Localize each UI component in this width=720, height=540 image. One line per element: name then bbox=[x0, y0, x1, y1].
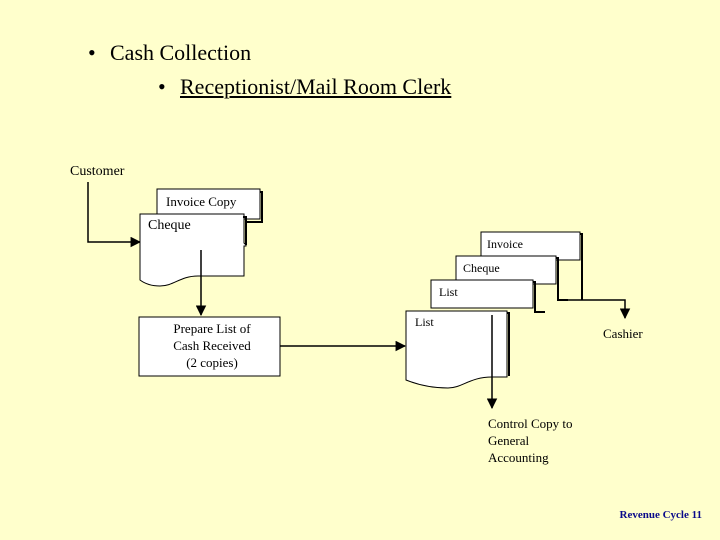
prepare-line-3: (2 copies) bbox=[186, 355, 238, 370]
bullet-marker: • bbox=[158, 74, 166, 99]
stack-cheque-document bbox=[455, 255, 568, 301]
control-copy-text: Control Copy to General Accounting bbox=[488, 415, 573, 466]
stack-invoice-label: Invoice bbox=[487, 237, 523, 251]
cheque-document bbox=[139, 213, 247, 287]
stack-cheque-label: Cheque bbox=[463, 261, 500, 275]
list-doc-label: List bbox=[415, 315, 434, 329]
stack-list-label: List bbox=[439, 285, 458, 299]
prepare-list-text: Prepare List of Cash Received (2 copies) bbox=[142, 320, 282, 371]
prepare-line-1: Prepare List of bbox=[173, 321, 251, 336]
bullet-receptionist: • Receptionist/Mail Room Clerk bbox=[158, 74, 451, 100]
stack-list-document bbox=[430, 279, 545, 313]
bullet-text: Cash Collection bbox=[110, 40, 252, 65]
cashier-label: Cashier bbox=[603, 326, 643, 341]
prepare-line-2: Cash Received bbox=[173, 338, 251, 353]
bullet-marker: • bbox=[88, 40, 96, 65]
cheque-label: Cheque bbox=[148, 218, 191, 233]
invoice-copy-label: Invoice Copy bbox=[166, 194, 237, 209]
bullet-text: Receptionist/Mail Room Clerk bbox=[180, 74, 452, 99]
stack-to-cashier-line bbox=[568, 299, 631, 320]
control-line-1: Control Copy to bbox=[488, 416, 573, 431]
control-line-3: Accounting bbox=[488, 450, 549, 465]
bullet-cash-collection: • Cash Collection bbox=[88, 40, 251, 66]
footer-slide-label: Revenue Cycle 11 bbox=[619, 509, 702, 521]
control-line-2: General bbox=[488, 433, 530, 448]
customer-flow-line bbox=[87, 182, 142, 248]
customer-label: Customer bbox=[70, 164, 125, 179]
